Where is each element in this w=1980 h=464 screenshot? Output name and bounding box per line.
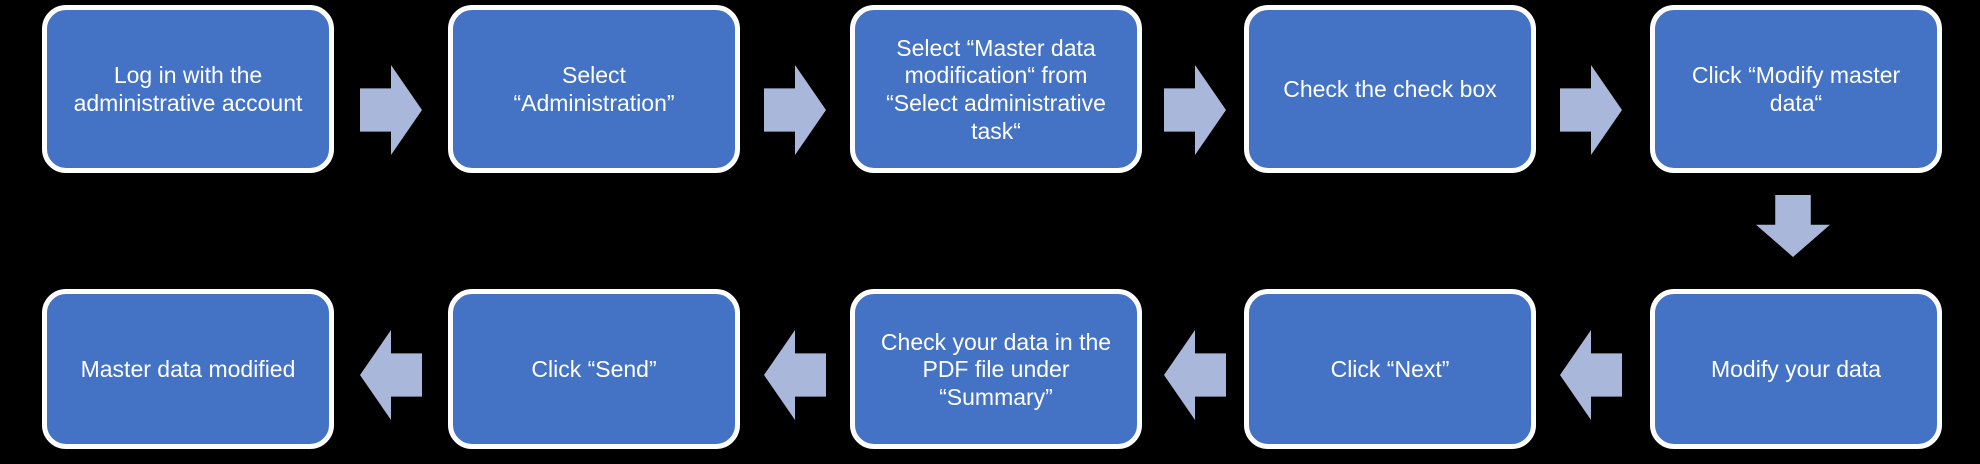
arrow-right-icon [360,65,422,155]
step-6-label: Modify your data [1710,356,1882,383]
arrow-left-icon [764,330,826,420]
arrow-left-icon [360,330,422,420]
step-10-box: Master data modified [42,289,334,449]
step-9-box: Click “Send” [448,289,740,449]
step-1-label: Log in with the administrative account [73,62,303,116]
step-2-box: Select “Administration” [448,5,740,173]
step-1-box: Log in with the administrative account [42,5,334,173]
step-2-label: Select “Administration” [513,62,675,116]
arrow-right-icon [764,65,826,155]
step-10-label: Master data modified [80,356,296,383]
arrow-right-icon [1164,65,1226,155]
step-8-box: Check your data in the PDF file under “S… [850,289,1142,449]
step-6-box: Modify your data [1650,289,1942,449]
step-7-box: Click “Next” [1244,289,1536,449]
step-7-label: Click “Next” [1330,356,1450,383]
step-3-label: Select “Master data modification“ from “… [886,34,1106,144]
step-8-label: Check your data in the PDF file under “S… [880,328,1112,410]
arrow-right-icon [1560,65,1622,155]
arrow-down-icon [1756,195,1830,257]
arrow-left-icon [1560,330,1622,420]
step-5-box: Click “Modify master data“ [1650,5,1942,173]
step-9-label: Click “Send” [531,356,657,383]
step-4-box: Check the check box [1244,5,1536,173]
arrow-left-icon [1164,330,1226,420]
step-4-label: Check the check box [1283,76,1497,103]
step-3-box: Select “Master data modification“ from “… [850,5,1142,173]
step-5-label: Click “Modify master data“ [1691,62,1901,116]
